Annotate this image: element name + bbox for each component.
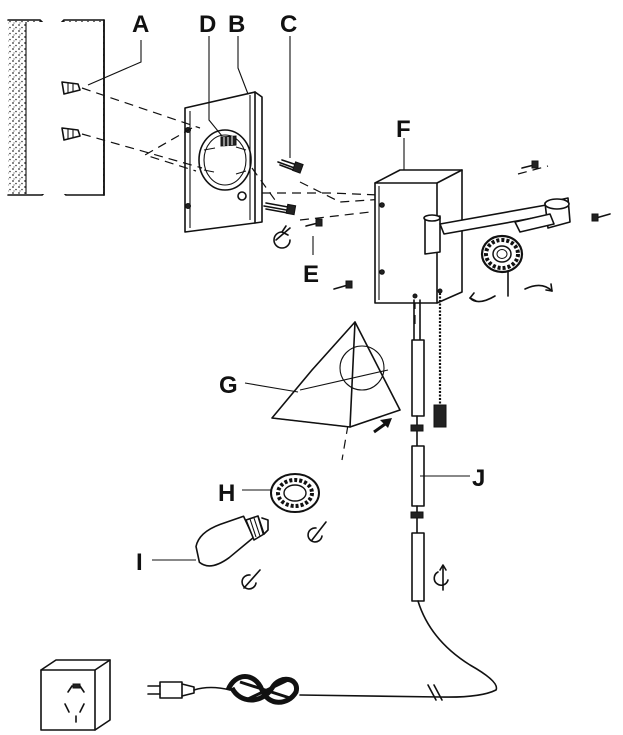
wall-anchor (61, 81, 81, 95)
rotate-arrow-icon (241, 569, 261, 590)
arm-socket (480, 234, 524, 274)
cord-coil (193, 674, 299, 705)
assembly-guide-lines (81, 87, 549, 461)
bracket-screw (263, 202, 297, 216)
wall-anchor (61, 127, 81, 141)
label-c: C (280, 11, 297, 38)
rotate-arrow-icon (433, 564, 449, 591)
mounting-bracket (184, 91, 263, 233)
shade-ring (270, 473, 320, 513)
label-i: I (136, 549, 143, 576)
light-bulb (195, 515, 269, 567)
small-screw (305, 218, 323, 227)
label-h: H (218, 480, 235, 507)
rotate-arrow-icon (273, 225, 291, 249)
set-screw (220, 135, 237, 147)
lamp-body (374, 169, 463, 304)
label-j: J (472, 465, 485, 492)
wall-section (7, 19, 105, 196)
swing-arrow-icon (469, 283, 553, 303)
small-screw (521, 160, 539, 169)
plug (147, 681, 195, 699)
small-screw (591, 213, 611, 222)
pull-chain (433, 293, 447, 428)
direction-arrow-icon (373, 418, 392, 434)
small-screw (333, 280, 353, 290)
label-a: A (132, 11, 149, 38)
label-d: D (199, 11, 216, 38)
power-cord (299, 299, 498, 701)
rotate-arrow-icon (307, 521, 327, 543)
leader-lines (87, 36, 470, 561)
wall-outlet (40, 659, 111, 731)
label-b: B (228, 11, 245, 38)
swing-arm (423, 197, 571, 297)
label-f: F (396, 116, 411, 143)
bracket-screw (277, 159, 304, 174)
lamp-shade (271, 321, 401, 428)
label-g: G (219, 372, 238, 399)
label-e: E (303, 261, 319, 288)
